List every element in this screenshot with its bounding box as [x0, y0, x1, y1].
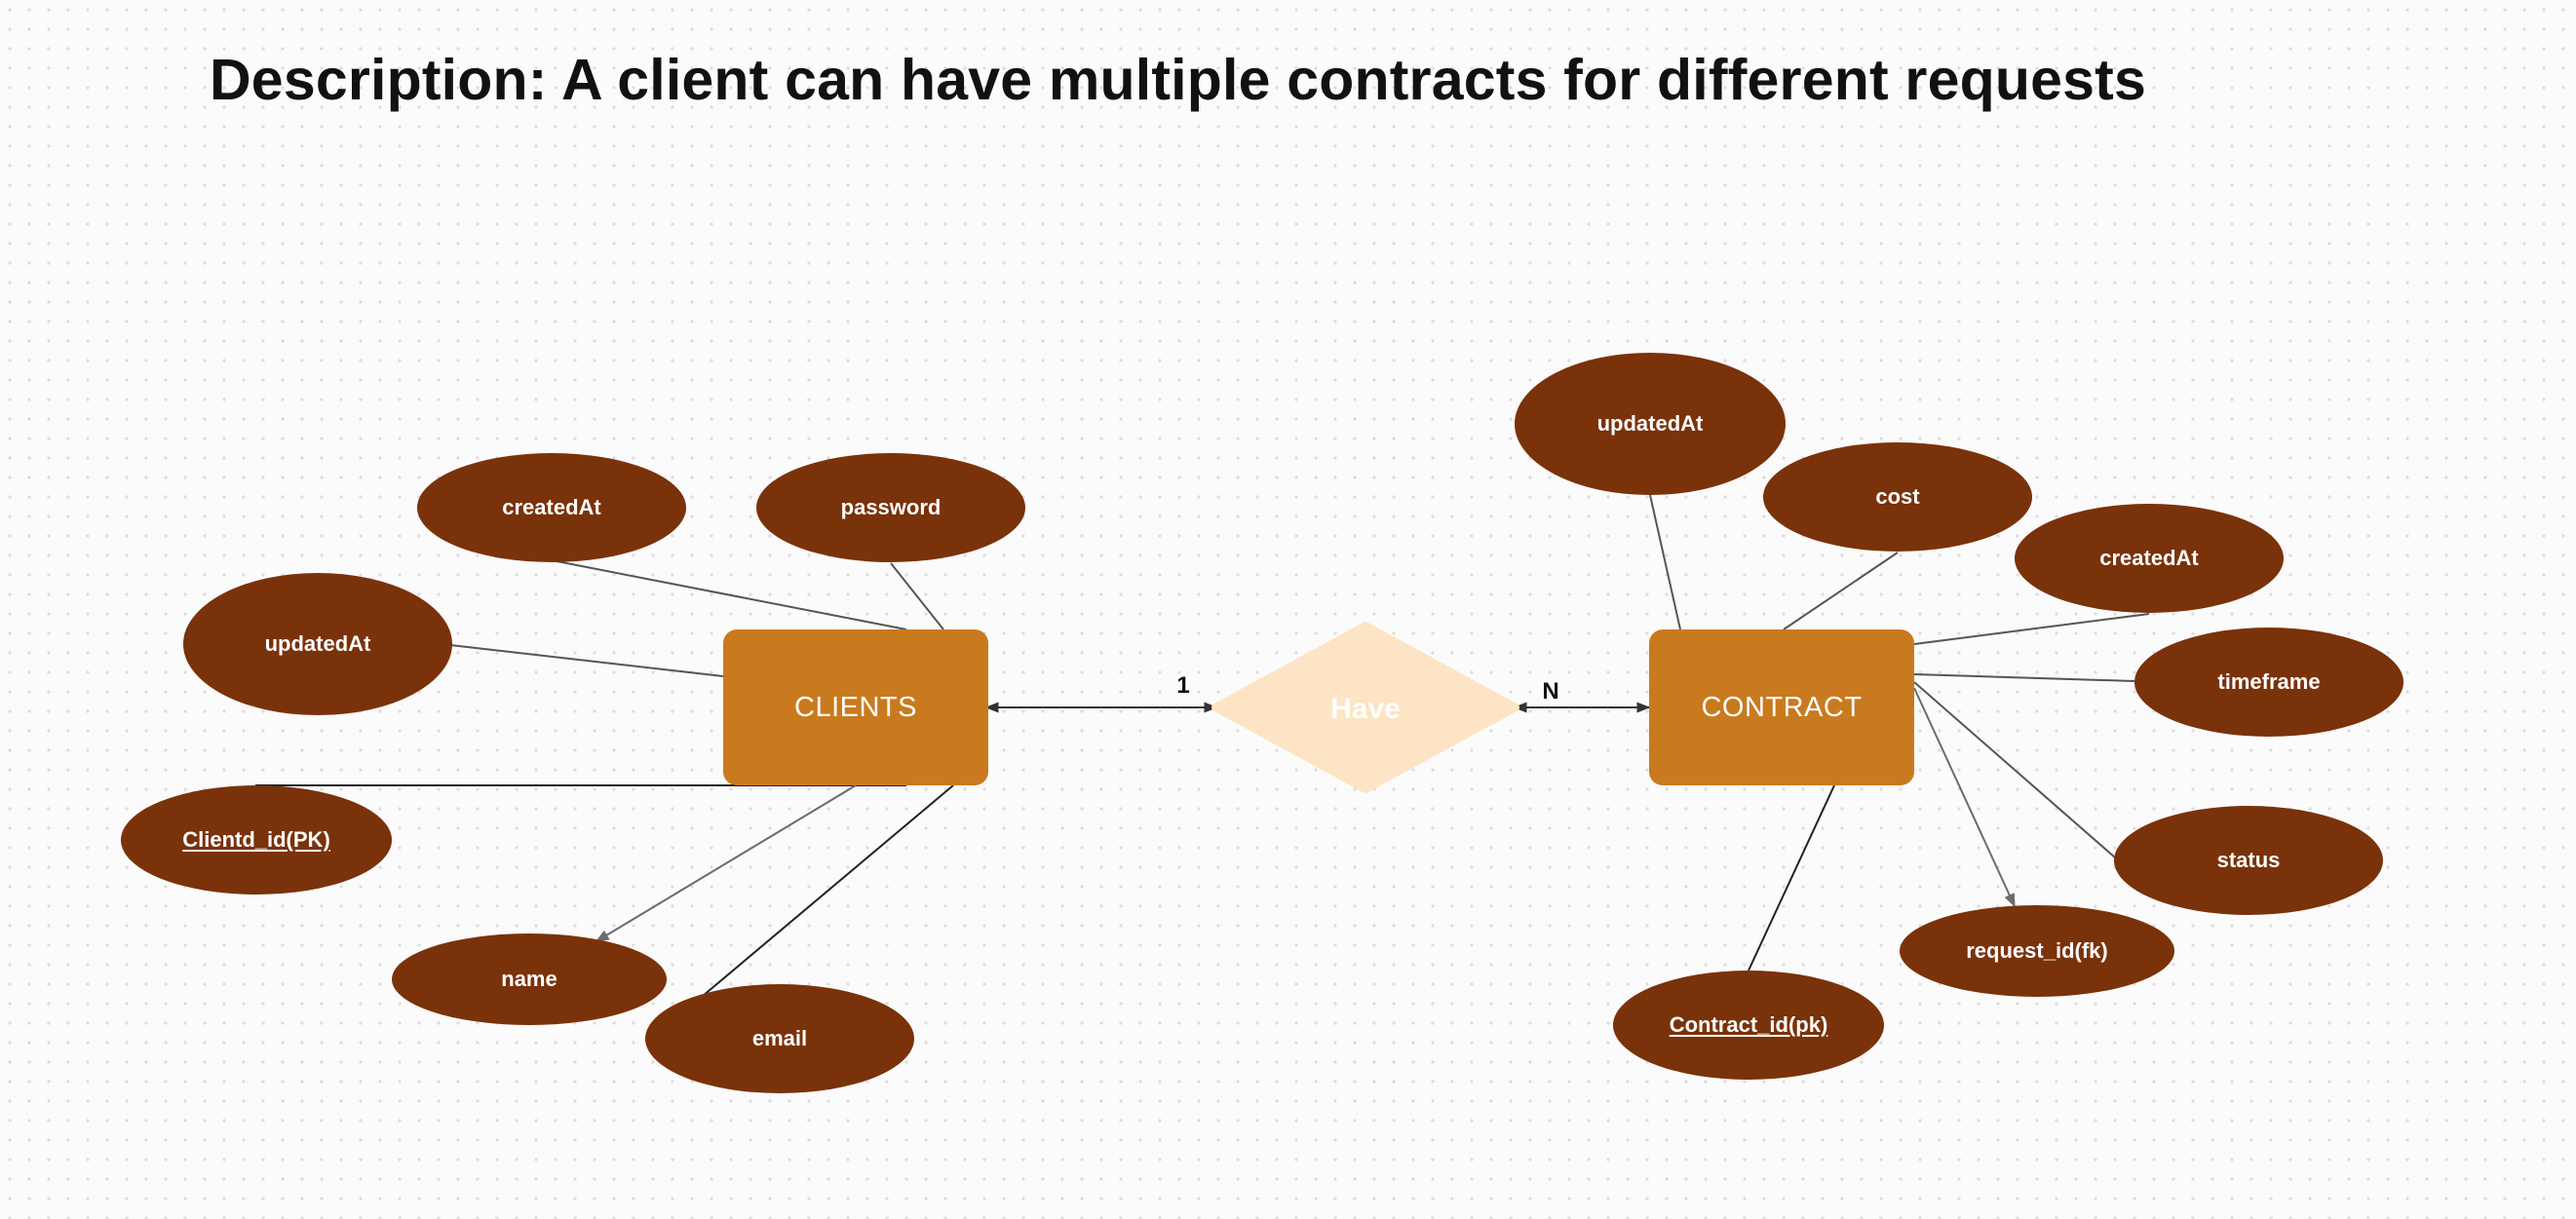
connector-contract-contractid: [1748, 784, 1835, 971]
attribute-label: name: [501, 967, 557, 991]
attribute-contract-updatedat[interactable]: updatedAt: [1515, 353, 1786, 495]
attribute-contract-requestid-fk[interactable]: request_id(fk): [1900, 905, 2174, 997]
attribute-label: createdAt: [2099, 546, 2199, 570]
connector-contract-createdat: [1913, 613, 2150, 645]
attribute-label: updatedAt: [1596, 411, 1704, 436]
entity-contract-label: CONTRACT: [1701, 691, 1863, 723]
attribute-contract-timeframe[interactable]: timeframe: [2134, 628, 2403, 737]
attribute-label: Clientd_id(PK): [182, 827, 330, 852]
attribute-contract-status[interactable]: status: [2114, 806, 2383, 915]
attribute-label: createdAt: [502, 495, 601, 519]
entity-contract[interactable]: CONTRACT: [1649, 629, 1914, 785]
page-title: Description: A client can have multiple …: [210, 48, 2146, 112]
attribute-label: password: [840, 495, 942, 519]
attribute-contract-contractid-pk[interactable]: Contract_id(pk): [1613, 971, 1884, 1080]
connector-contract-timeframe: [1913, 673, 2135, 682]
attribute-label: cost: [1875, 484, 1920, 509]
attribute-label: Contract_id(pk): [1669, 1012, 1828, 1037]
attribute-label: updatedAt: [264, 631, 371, 656]
entity-clients-label: CLIENTS: [794, 691, 917, 723]
connector-contract-updatedat: [1649, 494, 1681, 630]
connector-contract-cost: [1783, 552, 1899, 630]
attribute-label: status: [2216, 848, 2281, 872]
attribute-clients-createdat[interactable]: createdAt: [417, 453, 686, 562]
attribute-label: request_id(fk): [1966, 938, 2108, 963]
attribute-clients-clientid-pk[interactable]: Clientd_id(PK): [121, 785, 392, 895]
connector-contract-requestid: [1913, 687, 2016, 908]
attribute-contract-createdat[interactable]: createdAt: [2015, 504, 2284, 613]
entity-clients[interactable]: CLIENTS: [723, 629, 988, 785]
connector-clients-updatedat: [449, 644, 724, 677]
connector-clients-name: [595, 784, 857, 942]
attribute-clients-updatedat[interactable]: updatedAt: [183, 573, 452, 715]
attribute-label: timeframe: [2217, 669, 2321, 694]
connector-clients-password: [890, 562, 944, 630]
attribute-label: email: [751, 1026, 808, 1050]
cardinality-many-label: N: [1542, 678, 1558, 705]
connector-clients-createdat: [551, 559, 907, 630]
cardinality-one-label: 1: [1176, 672, 1189, 699]
attribute-clients-password[interactable]: password: [756, 453, 1025, 562]
attribute-clients-name[interactable]: name: [392, 933, 667, 1025]
attribute-clients-email[interactable]: email: [645, 984, 914, 1093]
connector-contract-status: [1913, 681, 2116, 858]
relationship-have[interactable]: Have: [1211, 622, 1519, 793]
relationship-label: Have: [1330, 693, 1401, 725]
attribute-contract-cost[interactable]: cost: [1763, 442, 2032, 552]
